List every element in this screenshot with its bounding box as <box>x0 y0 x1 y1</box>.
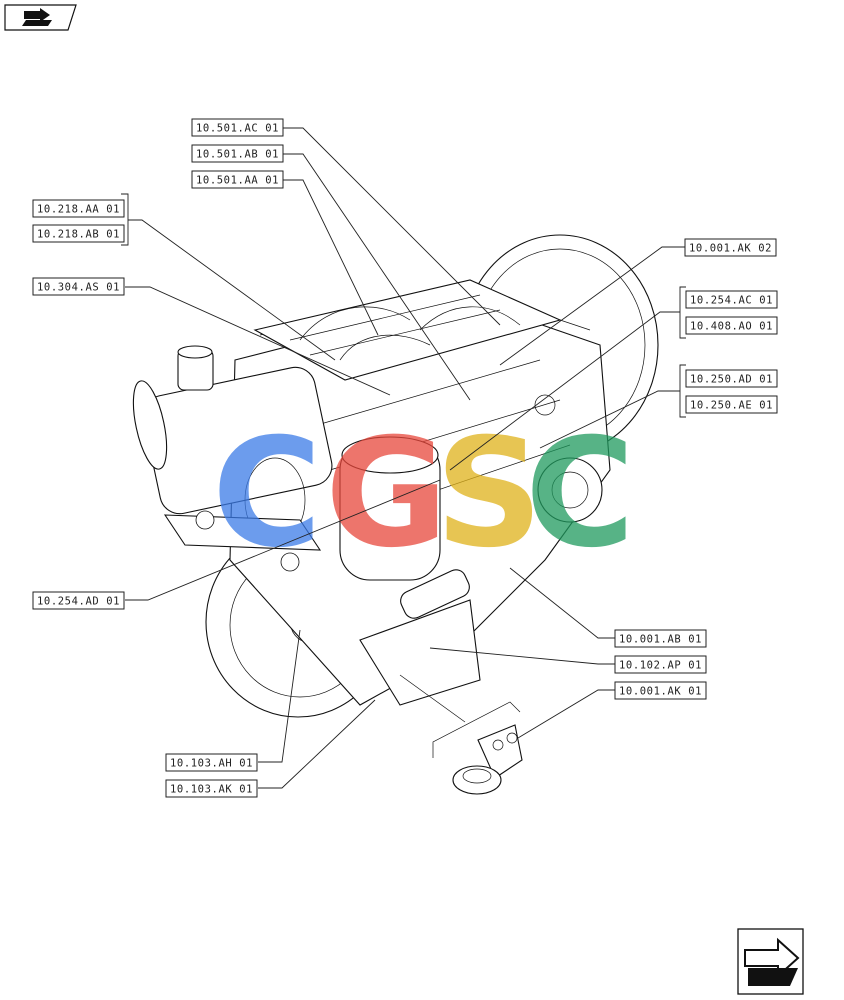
callout-label: 10.254.AD 01 <box>37 596 120 608</box>
callout-10-254-ad-01[interactable]: 10.254.AD 01 <box>32 591 125 610</box>
callout-10-501-ac-01[interactable]: 10.501.AC 01 <box>191 118 284 137</box>
callout-10-103-ah-01[interactable]: 10.103.AH 01 <box>165 753 258 772</box>
callout-label: 10.001.AK 02 <box>689 243 772 255</box>
callout-10-250-ad-01[interactable]: 10.250.AD 01 <box>685 369 778 388</box>
callout-10-254-ac-01[interactable]: 10.254.AC 01 <box>685 290 778 309</box>
callout-label: 10.501.AB 01 <box>196 149 279 161</box>
callout-label: 10.250.AD 01 <box>690 374 773 386</box>
book-arrow-icon[interactable] <box>4 4 77 31</box>
callout-10-408-ao-01[interactable]: 10.408.AO 01 <box>685 316 778 335</box>
watermark-letter: G <box>325 407 448 581</box>
callout-label: 10.501.AC 01 <box>196 123 279 135</box>
callout-label: 10.103.AH 01 <box>170 758 253 770</box>
callout-10-501-aa-01[interactable]: 10.501.AA 01 <box>191 170 284 189</box>
callout-10-218-ab-01[interactable]: 10.218.AB 01 <box>32 224 125 243</box>
callout-label: 10.304.AS 01 <box>37 282 120 294</box>
leader-lines <box>121 127 686 789</box>
callout-label: 10.218.AA 01 <box>37 204 120 216</box>
engine-illustration <box>132 234 659 795</box>
callout-label: 10.501.AA 01 <box>196 175 279 187</box>
callout-10-304-as-01[interactable]: 10.304.AS 01 <box>32 277 125 296</box>
callout-label: 10.102.AP 01 <box>619 660 702 672</box>
callout-label: 10.250.AE 01 <box>690 400 773 412</box>
watermark: C G S C <box>212 407 635 581</box>
callout-10-102-ap-01[interactable]: 10.102.AP 01 <box>614 655 707 674</box>
callout-label: 10.001.AB 01 <box>619 634 702 646</box>
callout-label: 10.103.AK 01 <box>170 784 253 796</box>
callout-label: 10.218.AB 01 <box>37 229 120 241</box>
callout-10-103-ak-01[interactable]: 10.103.AK 01 <box>165 779 258 798</box>
callout-10-501-ab-01[interactable]: 10.501.AB 01 <box>191 144 284 163</box>
callout-10-001-ab-01[interactable]: 10.001.AB 01 <box>614 629 707 648</box>
callout-label: 10.408.AO 01 <box>690 321 773 333</box>
watermark-letter: C <box>212 407 322 581</box>
callout-10-218-aa-01[interactable]: 10.218.AA 01 <box>32 199 125 218</box>
callout-label: 10.254.AC 01 <box>690 295 773 307</box>
callout-10-001-ak-02[interactable]: 10.001.AK 02 <box>684 238 777 257</box>
watermark-letter: C <box>525 407 635 581</box>
callout-10-250-ae-01[interactable]: 10.250.AE 01 <box>685 395 778 414</box>
next-page-arrow-icon[interactable] <box>737 928 804 995</box>
watermark-letter: S <box>435 407 543 581</box>
callout-10-001-ak-01[interactable]: 10.001.AK 01 <box>614 681 707 700</box>
callout-label: 10.001.AK 01 <box>619 686 702 698</box>
